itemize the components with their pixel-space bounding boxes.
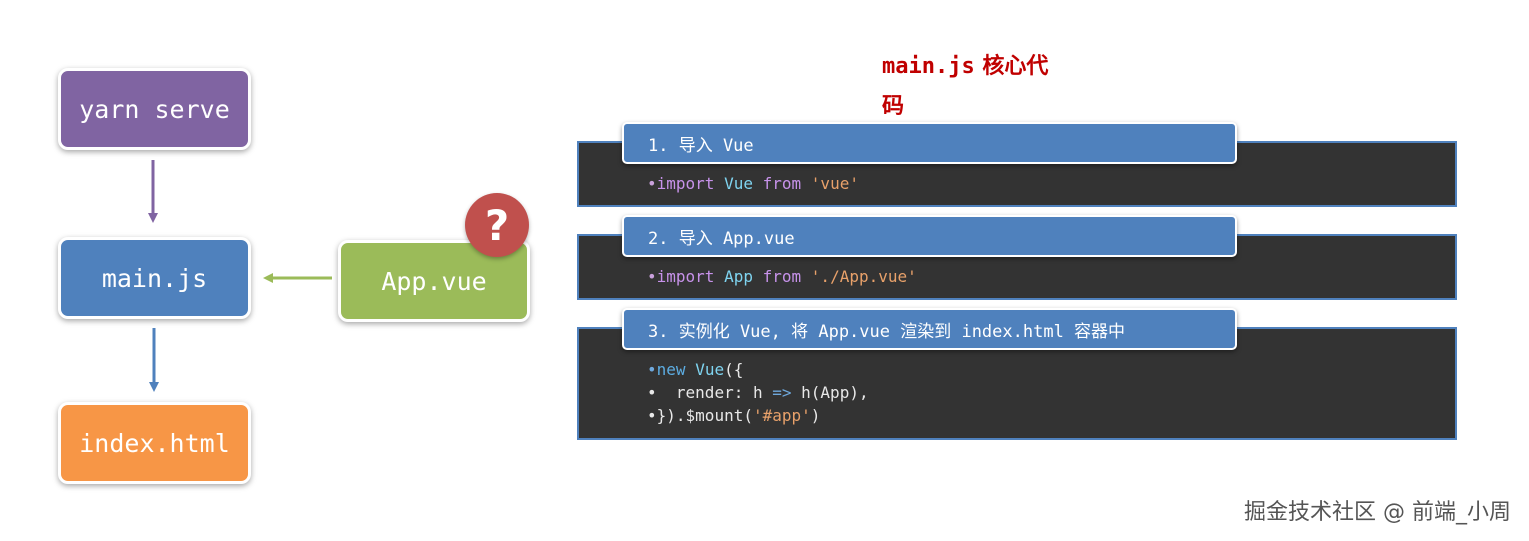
- code-keyword: import: [656, 174, 715, 193]
- code-bullet: •: [647, 174, 657, 193]
- code-bullet: •: [647, 267, 657, 286]
- code-line: •import Vue from 'vue': [647, 173, 859, 195]
- app-vue-label: App.vue: [381, 266, 487, 296]
- watermark: 掘金技术社区 @ 前端_小周: [1244, 500, 1511, 525]
- yarn-serve-label: yarn serve: [79, 94, 230, 124]
- code-line: •}).$mount('#app'): [647, 405, 820, 427]
- code-keyword: from: [762, 267, 802, 286]
- code-keyword: import: [656, 267, 715, 286]
- code-property: render:: [656, 383, 753, 402]
- question-mark-icon: ?: [465, 193, 529, 257]
- step-header-2: 2. 导入 App.vue: [622, 215, 1237, 257]
- main-js-box: main.js: [58, 237, 251, 319]
- code-punctuation: ): [810, 406, 821, 425]
- index-html-label: index.html: [79, 428, 230, 458]
- title-text-line1: 核心代: [982, 54, 1049, 79]
- code-string: './App.vue': [810, 267, 917, 286]
- index-html-box: index.html: [58, 402, 251, 484]
- code-identifier: App: [724, 267, 753, 286]
- code-string: 'vue': [810, 174, 859, 193]
- code-string: '#app': [752, 406, 811, 425]
- code-identifier: Vue: [695, 360, 725, 379]
- code-bullet: •: [647, 360, 657, 379]
- code-keyword: from: [762, 174, 802, 193]
- question-mark-label: ?: [484, 200, 510, 250]
- yarn-serve-box: yarn serve: [58, 68, 251, 150]
- code-bullet: •: [647, 406, 657, 425]
- code-call: }).$mount(: [656, 406, 753, 425]
- title-file: main.js: [882, 54, 975, 79]
- code-line: •new Vue({: [647, 359, 743, 381]
- section-title: main.js 核心代 码: [882, 47, 1087, 127]
- step-header-3: 3. 实例化 Vue, 将 App.vue 渲染到 index.html 容器中: [622, 308, 1237, 350]
- code-identifier: Vue: [724, 174, 753, 193]
- code-keyword: new: [656, 360, 686, 379]
- code-call: h(App),: [801, 383, 869, 402]
- main-js-label: main.js: [101, 263, 208, 293]
- title-text-line2: 码: [882, 94, 905, 119]
- code-punctuation: ({: [724, 360, 744, 379]
- code-line: • render: h => h(App),: [647, 382, 869, 404]
- code-line: •import App from './App.vue': [647, 266, 917, 288]
- step-header-1: 1. 导入 Vue: [622, 122, 1237, 164]
- code-operator: =>: [772, 383, 792, 402]
- code-identifier: h: [752, 383, 763, 402]
- code-bullet: •: [647, 383, 657, 402]
